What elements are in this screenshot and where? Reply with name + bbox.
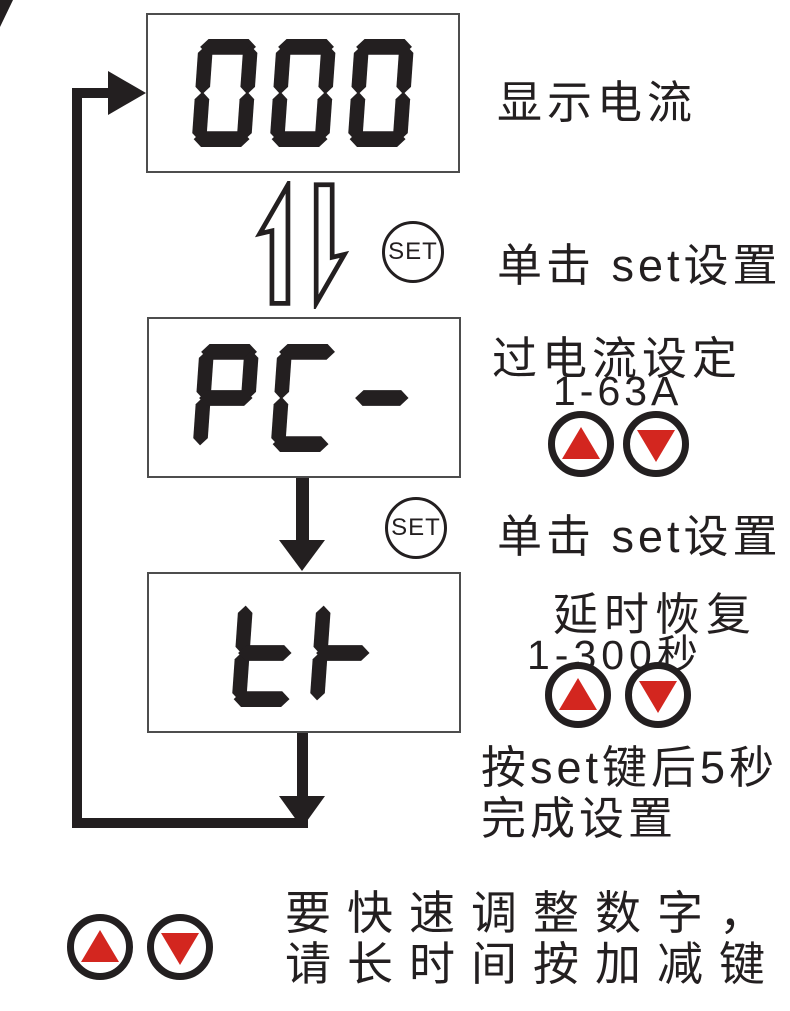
current-display-caption: 显示电流 <box>497 77 698 128</box>
down-triangle-icon <box>639 680 677 713</box>
seven-segment-overcurrent-value <box>192 336 416 460</box>
delay-display <box>147 572 461 733</box>
loop-line-top <box>72 88 112 98</box>
delay-caption: 延时恢复 <box>553 589 758 640</box>
increase-button-delay[interactable] <box>545 662 611 728</box>
up-down-arrows-icon <box>254 181 350 309</box>
down-arrow-outline <box>313 182 350 309</box>
decrease-button-overcurrent[interactable] <box>623 411 689 477</box>
up-triangle-icon <box>562 426 600 459</box>
fast-adjust-hint-line-1: 要快速调整数字， <box>285 887 781 939</box>
current-display <box>146 13 460 173</box>
seven-segment-delay-value <box>231 591 377 715</box>
increase-button-overcurrent[interactable] <box>548 411 614 477</box>
set-button-2[interactable]: SET <box>385 497 447 559</box>
decrease-button-legend[interactable] <box>147 914 213 980</box>
set-action-caption-1: 单击 set设置 <box>497 240 782 291</box>
up-arrow-outline <box>254 181 291 306</box>
overcurrent-caption: 过电流设定 <box>492 333 743 384</box>
decrease-button-delay[interactable] <box>625 662 691 728</box>
down-triangle-icon <box>637 429 675 462</box>
loop-line-bottom <box>72 818 308 828</box>
fast-adjust-hint: 要快速调整数字， 请长时间按加减键 <box>285 888 781 990</box>
fast-adjust-hint-line-2: 请长时间按加减键 <box>285 938 781 990</box>
seven-segment-current-value <box>191 31 415 155</box>
flow-arrow-stem-2 <box>297 733 308 797</box>
flow-arrow-down-icon-1 <box>279 540 325 571</box>
finish-note-line-1: 按set键后5秒 <box>481 742 779 793</box>
loop-line-left <box>72 88 82 828</box>
down-triangle-icon <box>161 932 199 965</box>
finish-note: 按set键后5秒 完成设置 <box>481 742 778 844</box>
flow-arrow-stem-1 <box>296 478 309 542</box>
overcurrent-display <box>147 317 461 478</box>
overcurrent-range: 1-63A <box>553 368 683 414</box>
finish-note-line-2: 完成设置 <box>481 793 678 844</box>
corner-mark <box>0 0 13 27</box>
loop-arrowhead-right-icon <box>108 71 146 115</box>
set-action-caption-2: 单击 set设置 <box>497 511 782 562</box>
up-triangle-icon <box>559 677 597 710</box>
increase-button-legend[interactable] <box>67 914 133 980</box>
set-button-1[interactable]: SET <box>382 221 444 283</box>
flow-arrow-down-icon-2 <box>279 796 325 828</box>
up-triangle-icon <box>81 929 119 962</box>
